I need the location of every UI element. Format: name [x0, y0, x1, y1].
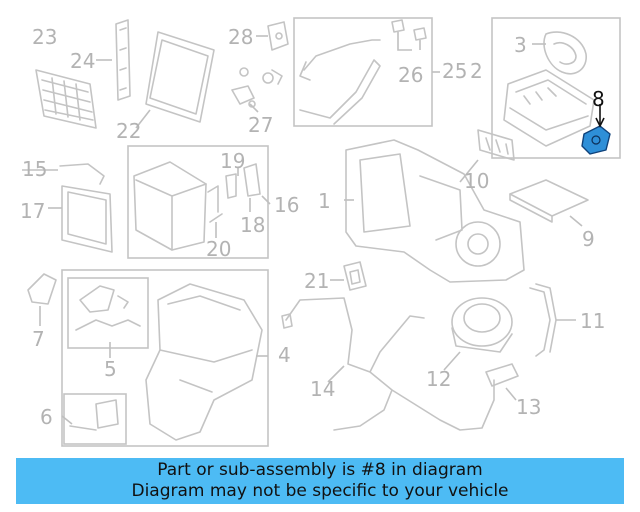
- callout-1: 1: [318, 189, 331, 213]
- callout-6: 6: [40, 405, 53, 429]
- callout-22: 22: [116, 119, 141, 143]
- part-27-fittings: [231, 67, 283, 108]
- callout-24: 24: [70, 49, 95, 73]
- callout-25: 25: [442, 59, 467, 83]
- part-3-seal: [543, 31, 587, 75]
- fitment-notice-banner: Part or sub-assembly is #8 in diagram Di…: [16, 458, 624, 504]
- part-8-actuator-highlighted: [581, 104, 611, 155]
- part-25-ac-line: [299, 39, 381, 125]
- part-1-heater-case: [345, 139, 525, 283]
- callout-16: 16: [274, 193, 299, 217]
- callout-9: 9: [582, 227, 595, 251]
- part-21-seal: [343, 261, 367, 291]
- callout-4: 4: [278, 343, 291, 367]
- part-6-actuator: [69, 399, 119, 431]
- callout-18: 18: [240, 213, 265, 237]
- banner-line-1: Part or sub-assembly is #8 in diagram: [157, 460, 483, 480]
- part-24-bracket: [115, 19, 131, 101]
- part-13-resistor: [485, 363, 519, 387]
- part-5-actuators: [75, 285, 141, 331]
- group-box-4: [61, 269, 269, 447]
- part-11-drain-hose: [529, 283, 557, 357]
- group-box-2: [491, 17, 621, 159]
- callout-13: 13: [516, 395, 541, 419]
- part-18-19-20-clips: [207, 163, 261, 223]
- callout-23: 23: [32, 25, 57, 49]
- callout-27: 27: [248, 113, 273, 137]
- callout-15: 15: [22, 157, 47, 181]
- callout-3: 3: [514, 33, 527, 57]
- part-2-case: [503, 69, 595, 147]
- part-4-distribution-housing: [145, 283, 263, 441]
- callout-14: 14: [310, 377, 335, 401]
- part-15-sensor: [59, 163, 105, 185]
- part-17-filter-frame: [61, 185, 113, 253]
- callout-20: 20: [206, 237, 231, 261]
- part-7-bracket: [27, 273, 57, 305]
- callout-19: 19: [220, 149, 245, 173]
- callout-10: 10: [464, 169, 489, 193]
- callout-12: 12: [426, 367, 451, 391]
- callout-26: 26: [398, 63, 423, 87]
- part-23-heater-core: [35, 69, 97, 129]
- banner-line-2: Diagram may not be specific to your vehi…: [131, 481, 509, 501]
- part-14-wiring-harness: [281, 297, 495, 431]
- part-12-blower-motor: [451, 297, 513, 353]
- part-22-evaporator: [145, 31, 215, 123]
- group-box-5: [67, 277, 149, 349]
- callout-11: 11: [580, 309, 605, 333]
- part-9-filter: [509, 179, 589, 223]
- group-box-16: [127, 145, 269, 259]
- group-box-6: [63, 393, 127, 445]
- callout-28: 28: [228, 25, 253, 49]
- callout-2: 2: [470, 59, 483, 83]
- part-16-module: [133, 161, 207, 251]
- callout-5: 5: [104, 357, 117, 381]
- part-26-orings: [391, 19, 427, 51]
- leader-lines: [22, 35, 583, 425]
- part-10-bracket: [477, 129, 515, 161]
- callout-17: 17: [20, 199, 45, 223]
- callout-21: 21: [304, 269, 329, 293]
- callout-8: 8: [592, 87, 605, 111]
- callout-7: 7: [32, 327, 45, 351]
- part-28-sensor: [267, 21, 289, 51]
